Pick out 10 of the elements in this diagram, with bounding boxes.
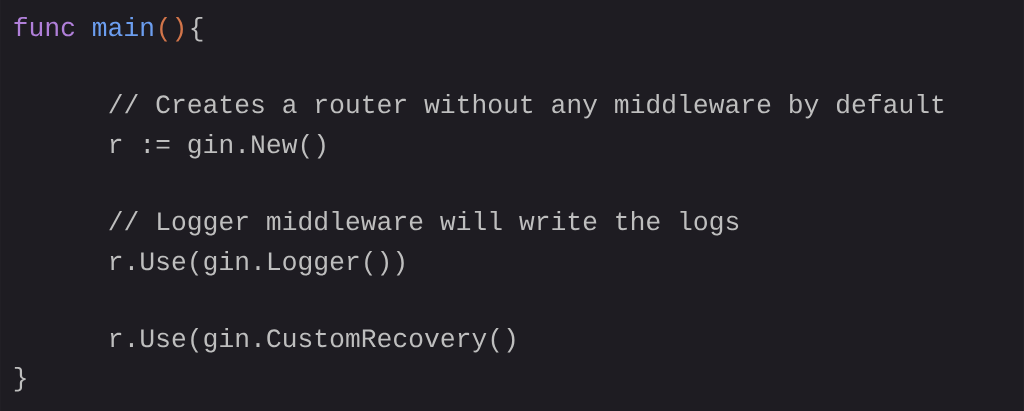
code-brace: { <box>191 16 203 42</box>
code-comment: // Logger middleware will write the logs <box>109 210 739 236</box>
code-line: r.Use(gin.CustomRecovery() <box>110 327 515 353</box>
code-line: r := gin.New() <box>110 133 325 159</box>
code-line: r.Use(gin.Logger()) <box>110 250 404 276</box>
code-parenthesis: () <box>160 16 183 42</box>
code-keyword: func <box>14 16 75 37</box>
code-brace: } <box>14 366 26 392</box>
code-comment: // Creates a router without any middleware by default <box>109 93 944 119</box>
function-name: main <box>93 16 153 37</box>
